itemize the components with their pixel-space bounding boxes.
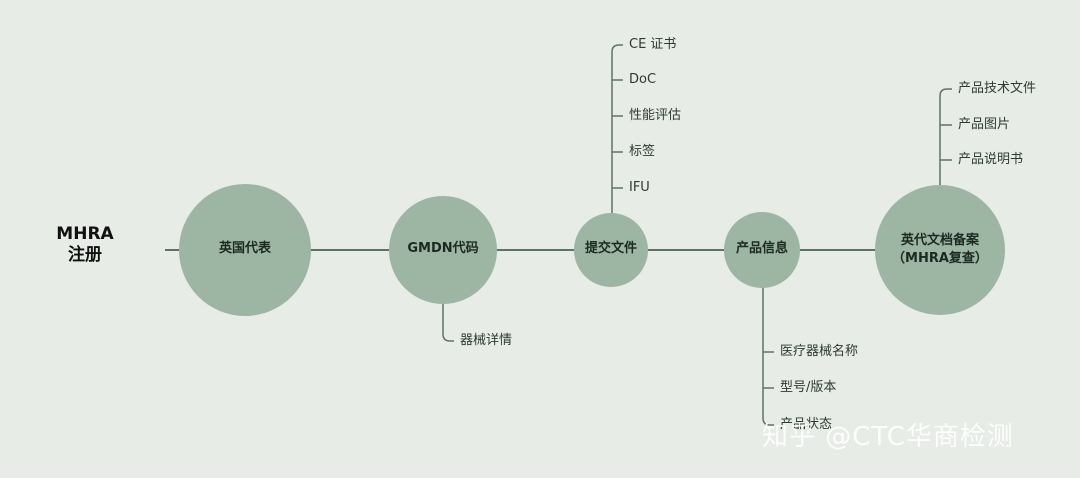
node-archive-label-line2: （MHRA复查） xyxy=(892,251,988,266)
submit-branch-trunk xyxy=(611,44,623,214)
node-archive-circle xyxy=(875,185,1005,315)
archive-branch-trunk xyxy=(939,88,952,186)
gmdn-item: 器械详情 xyxy=(460,333,513,348)
submit-item: IFU xyxy=(629,180,650,195)
product-info-item: 型号/版本 xyxy=(780,380,837,395)
root-title: MHRA 注册 xyxy=(40,224,130,266)
submit-item: CE 证书 xyxy=(629,37,677,52)
archive-item: 产品技术文件 xyxy=(958,81,1037,96)
node-product-info-label: 产品信息 xyxy=(735,241,788,256)
root-title-line2: 注册 xyxy=(68,245,102,265)
archive-item: 产品图片 xyxy=(958,117,1011,132)
node-uk-rep-circle xyxy=(179,184,311,316)
root-title-line1: MHRA xyxy=(56,224,114,244)
node-gmdn-circle xyxy=(389,196,497,304)
submit-item: DoC xyxy=(629,72,657,87)
node-submit-circle xyxy=(574,213,648,287)
node-uk-rep-label: 英国代表 xyxy=(218,241,271,256)
product-info-branch xyxy=(762,287,774,426)
node-archive-label-line1: 英代文档备案 xyxy=(900,233,979,248)
submit-item: 性能评估 xyxy=(629,108,682,123)
submit-item: 标签 xyxy=(629,144,656,159)
node-gmdn-label: GMDN代码 xyxy=(407,241,479,256)
gmdn-branch xyxy=(442,303,454,342)
node-product-info-circle xyxy=(724,212,800,288)
node-submit-label: 提交文件 xyxy=(584,241,637,256)
archive-item: 产品说明书 xyxy=(958,152,1024,167)
node-archive-label: 英代文档备案 （MHRA复查） xyxy=(880,232,1000,268)
watermark: 知乎 @CTC华商检测 xyxy=(762,422,1014,452)
product-info-item: 医疗器械名称 xyxy=(780,344,859,359)
product-info-item: 产品状态 xyxy=(780,417,833,432)
